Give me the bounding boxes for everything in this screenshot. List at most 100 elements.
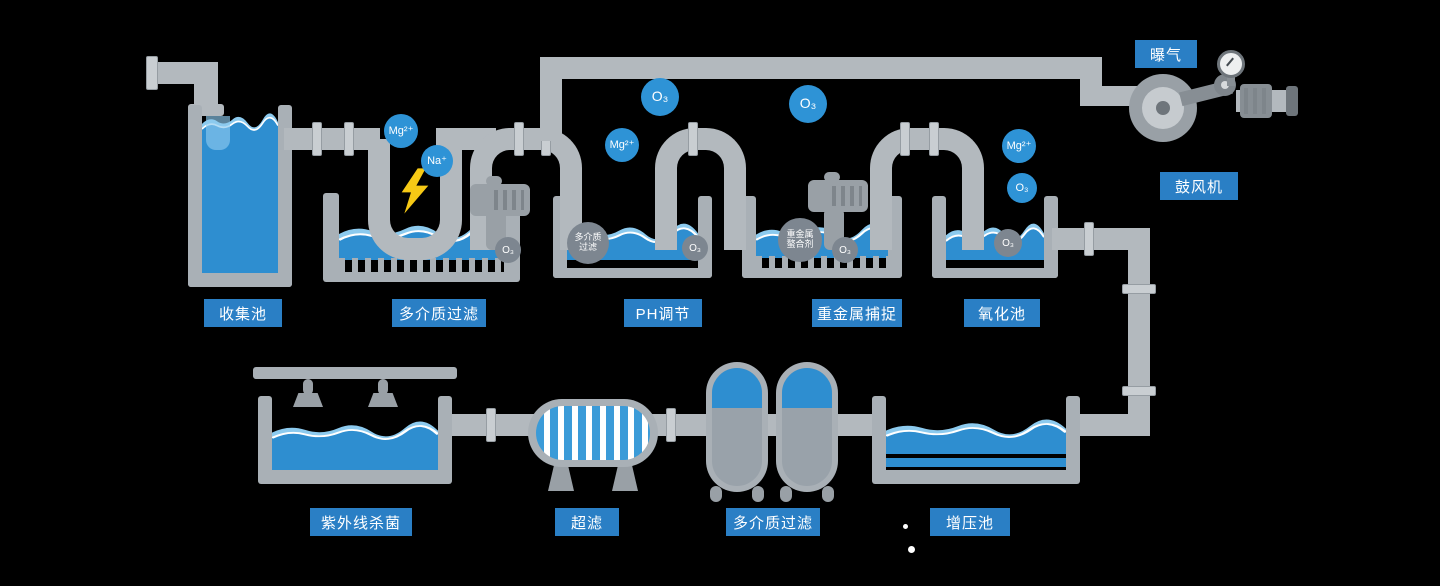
uf-to-vessel-flange	[666, 408, 676, 442]
uv-tank-water-body	[272, 454, 438, 472]
label-heavy-metal-capture: 重金属捕捉	[812, 299, 902, 327]
down-pipe-flange	[1122, 386, 1156, 396]
uf-to-vessel-pipe	[652, 414, 714, 436]
label-blower: 鼓风机	[1160, 172, 1238, 200]
metal-tank-bottom	[742, 268, 902, 278]
down-pipe-flange	[1122, 284, 1156, 294]
gauge-stem	[1227, 74, 1235, 86]
label-oxidation-pool: 氧化池	[964, 299, 1040, 327]
metal-tank-grate	[756, 256, 888, 268]
o3-bubble: O₃	[832, 237, 858, 263]
blower-hub	[1156, 101, 1170, 115]
bubble-text: 重金属	[786, 229, 814, 240]
label-aeration: 曝气	[1135, 40, 1197, 68]
label-ph-adjust: PH调节	[624, 299, 702, 327]
collection-tank-left-wall	[188, 105, 202, 287]
bubble-text: O₃	[1002, 237, 1014, 249]
collection-tank-right-wall	[278, 105, 292, 287]
feed-pipe-flange	[344, 122, 354, 156]
arch3-flange	[929, 122, 939, 156]
collection-tank-bottom	[188, 273, 292, 287]
booster-to-downpipe	[1074, 414, 1150, 436]
blower-pipe-end-cap	[1286, 86, 1298, 116]
mg-ion-bubble: Mg²⁺	[1002, 129, 1036, 163]
bubble-text: Mg²⁺	[1006, 139, 1032, 152]
pump2-ribs	[832, 186, 862, 206]
bubble-text: 螯合剂	[786, 239, 814, 249]
uv-sprinkler-head	[368, 393, 398, 407]
booster-left-wall	[872, 396, 886, 482]
uv-tank-bottom	[258, 470, 452, 484]
vessel2-water-dome	[782, 368, 832, 408]
vessel2-leg	[822, 486, 834, 502]
metal-tank-water	[756, 222, 888, 258]
vessel-to-booster-pipe	[832, 414, 880, 436]
booster-water	[886, 418, 1066, 454]
bubble-text: Mg²⁺	[609, 138, 635, 151]
uv-tank-water	[272, 420, 438, 456]
bubble-text: 过滤	[578, 242, 597, 252]
arch2-flange	[688, 122, 698, 156]
vessel2-leg	[780, 486, 792, 502]
arch1-flange	[514, 122, 524, 156]
booster-right-wall	[1066, 396, 1080, 482]
booster-bottom	[872, 470, 1080, 484]
bubble-text: O₃	[1015, 181, 1029, 194]
bubble-text: O₃	[839, 244, 851, 256]
uf-leg	[612, 463, 638, 491]
uf-membrane-stripes	[536, 406, 650, 460]
booster-lower-layer	[886, 458, 1066, 467]
blower-motor-ribs	[1244, 88, 1268, 114]
aeration-header-pipe	[540, 57, 1096, 79]
mg-ion-bubble: Mg²⁺	[605, 128, 639, 162]
pump1-valve-handle	[486, 176, 502, 186]
na-ion-bubble: Na⁺	[421, 145, 453, 177]
o3-bubble-large: O₃	[789, 85, 827, 123]
filter-tank-left-wall	[323, 193, 339, 278]
feed-pipe-flange	[312, 122, 322, 156]
bubble-text: 多介质	[574, 232, 602, 243]
uv-lamp-bar	[253, 367, 457, 379]
oxidation-tank-bottom	[932, 268, 1058, 278]
multimedia-agent-bubble: 多介质 过滤	[567, 222, 609, 264]
oxidation-outlet-pipe	[1052, 228, 1150, 250]
o3-bubble: O₃	[994, 229, 1022, 257]
label-collection-pool: 收集池	[204, 299, 282, 327]
bubble-text: Mg²⁺	[388, 124, 414, 137]
blower-inlet-stub	[1080, 86, 1140, 106]
uv-tank-right-wall	[438, 396, 452, 482]
outlet-flange	[1084, 222, 1094, 256]
oxidation-tank-left-wall	[932, 196, 946, 278]
arch3-flange	[900, 122, 910, 156]
mg-ion-bubble: Mg²⁺	[384, 114, 418, 148]
ph-tank-bottom	[553, 268, 712, 278]
bubble-text: Na⁺	[427, 154, 447, 167]
uv-sprinkler-stem	[378, 379, 388, 395]
bubble-text: O₃	[689, 242, 701, 254]
aeration-header-left-drop	[540, 57, 562, 141]
pressure-gauge	[1217, 50, 1245, 78]
transfer-arch-2	[655, 128, 746, 250]
inlet-flange	[146, 56, 158, 90]
vessel1-water-dome	[712, 368, 762, 408]
uv-tank-left-wall	[258, 396, 272, 482]
pump2-valve-handle	[824, 172, 840, 182]
vessel1-leg	[752, 486, 764, 502]
feed-pipe	[284, 128, 380, 150]
o3-bubble: O₃	[682, 235, 708, 261]
o3-bubble-large: O₃	[641, 78, 679, 116]
decor-dot	[903, 524, 908, 529]
decor-dot	[908, 546, 915, 553]
right-down-pipe	[1128, 228, 1150, 436]
filter-tank-bottom	[323, 272, 520, 282]
label-booster-pool: 增压池	[930, 508, 1010, 536]
o3-bubble: O₃	[495, 237, 521, 263]
uv-sprinkler-stem	[303, 379, 313, 395]
filter-media-grate	[339, 258, 504, 272]
u-trap-pipe	[368, 139, 462, 260]
bubble-text: O₃	[502, 244, 514, 256]
uf-leg	[548, 463, 574, 491]
label-multimedia-filter: 多介质过滤	[392, 299, 486, 327]
bubble-text: O₃	[651, 88, 669, 105]
